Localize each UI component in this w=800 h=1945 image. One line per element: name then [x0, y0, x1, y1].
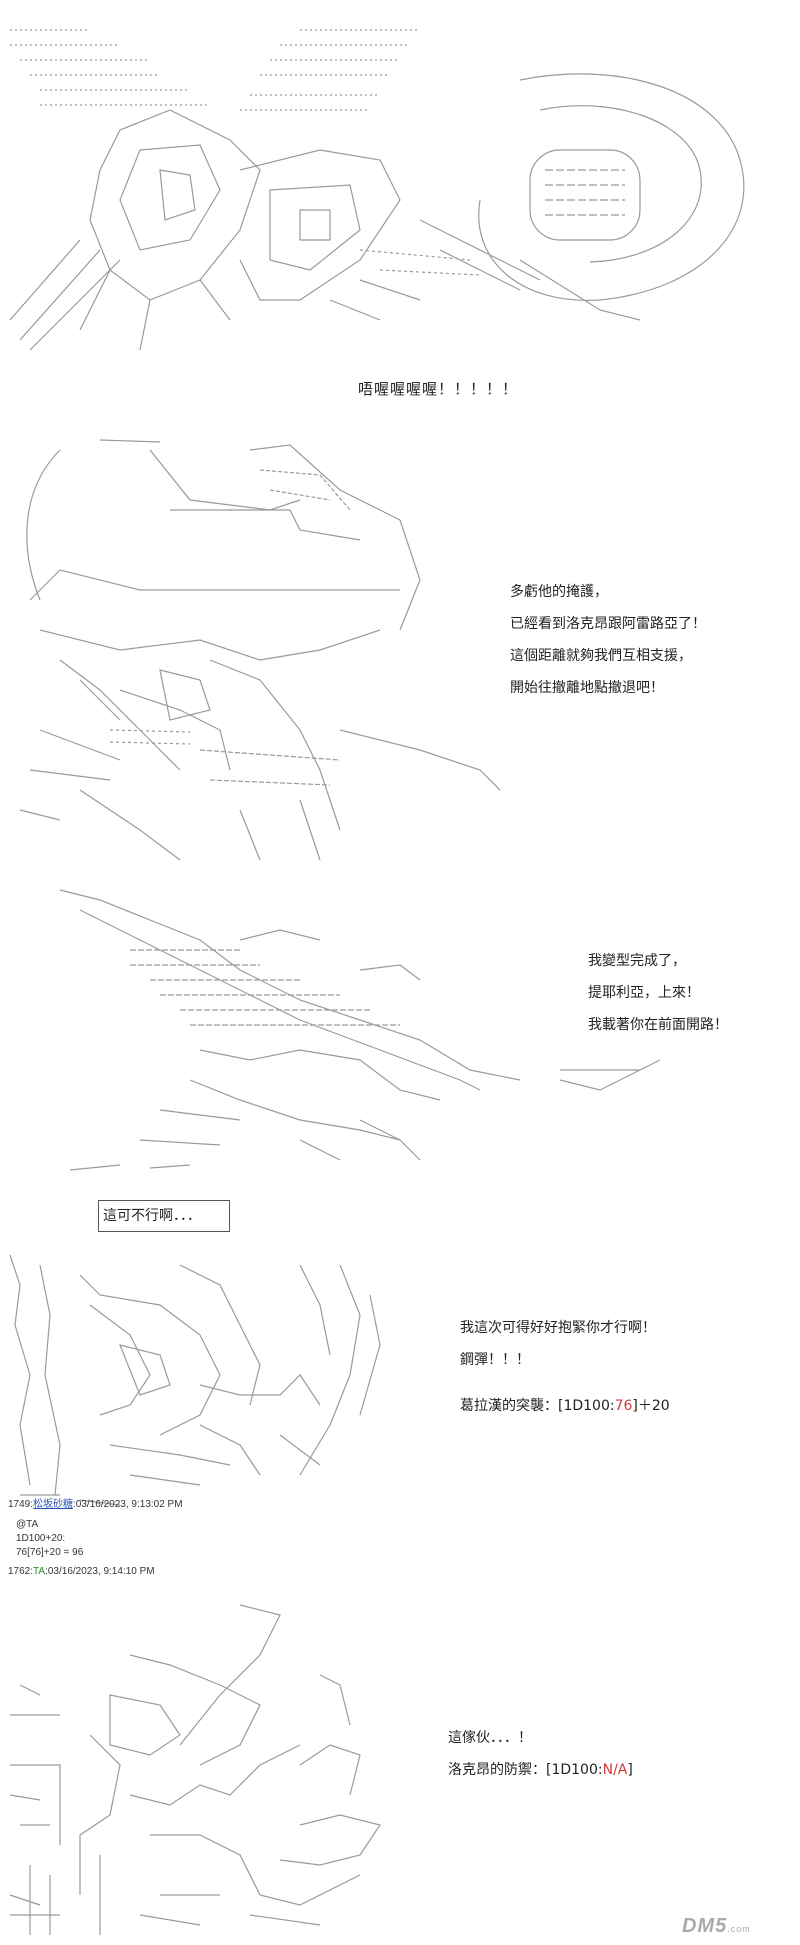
post-author-link[interactable]: 松坂砂糖	[33, 1499, 74, 1510]
dialogue-line: 開始往撤離地點撤退吧！	[510, 680, 664, 696]
post-line: 1D100+20:	[16, 1533, 66, 1544]
roll-suffix: ]	[627, 1762, 633, 1778]
transformed-mecha-ascii-art	[59, 889, 661, 1171]
dialogue-line: 多虧他的掩護，	[510, 584, 608, 600]
roll-suffix: ]＋20	[632, 1398, 670, 1414]
clash-ascii-art	[9, 1604, 381, 1935]
post-id: 1762:	[8, 1566, 34, 1577]
dialogue-line: 提耶利亞，上來！	[588, 985, 700, 1001]
roll-label: 洛克昂的防禦：[1D100:	[448, 1762, 603, 1778]
pilot-dialogue: 多虧他的掩護， 已經看到洛克昂跟阿雷路亞了！ 這個距離就夠我們互相支援， 開始往…	[510, 576, 706, 704]
watermark-logo: DM5.com	[682, 1915, 751, 1938]
dialogue-line: 鋼彈！！！	[460, 1352, 530, 1368]
graham-dialogue: 我這次可得好好抱緊你才行啊！ 鋼彈！！！ 葛拉漢的突襲：[1D100:76]＋2…	[460, 1312, 670, 1422]
post-time: :03/16/2023, 9:14:10 PM	[45, 1566, 155, 1577]
roll-value: 76	[614, 1398, 633, 1414]
roll-result: 葛拉漢的突襲：[1D100:76]＋20	[460, 1390, 670, 1422]
dialogue-line: 我這次可得好好抱緊你才行啊！	[460, 1320, 656, 1336]
mecha-clash-ascii-art	[9, 29, 745, 351]
roll-value: N/A	[602, 1762, 628, 1778]
dialogue-line: 已經看到洛克昂跟阿雷路亞了！	[510, 616, 706, 632]
scream-text: 唔喔喔喔喔！！！！！	[358, 380, 519, 398]
lockon-dialogue: 這傢伙．．．！ 洛克昂的防禦：[1D100:N/A]	[448, 1722, 633, 1786]
post-id: 1749:	[8, 1499, 34, 1510]
roll-label: 葛拉漢的突襲：[1D100:	[460, 1398, 615, 1414]
forum-post: 1749:松坂砂糖:03/16/2023, 9:13:02 PM @TA 1D1…	[8, 1498, 183, 1560]
dialogue-line: 這個距離就夠我們互相支援，	[510, 648, 692, 664]
dialogue-line: 這傢伙．．．！	[448, 1730, 532, 1746]
rushing-mecha-ascii-art	[9, 1254, 381, 1506]
dialogue-line: 我載著你在前面開路！	[588, 1017, 728, 1033]
watermark-text: DM5	[682, 1915, 728, 1937]
post-line: 76[76]+20 = 96	[16, 1547, 84, 1558]
narration-box: 這可不行啊．．．	[98, 1200, 230, 1232]
post-line: @TA	[16, 1519, 39, 1530]
watermark-sub: .com	[727, 1924, 751, 1934]
roll-result: 洛克昂的防禦：[1D100:N/A]	[448, 1754, 633, 1786]
pilot-closeup-ascii-art	[19, 439, 500, 861]
dialogue-line: 我變型完成了，	[588, 953, 686, 969]
mecha-dialogue: 我變型完成了， 提耶利亞，上來！ 我載著你在前面開路！	[588, 945, 728, 1041]
post-time: :03/16/2023, 9:13:02 PM	[73, 1499, 183, 1510]
post-author: TA	[33, 1566, 46, 1577]
forum-post: 1762:TA:03/16/2023, 9:14:10 PM	[8, 1565, 155, 1579]
